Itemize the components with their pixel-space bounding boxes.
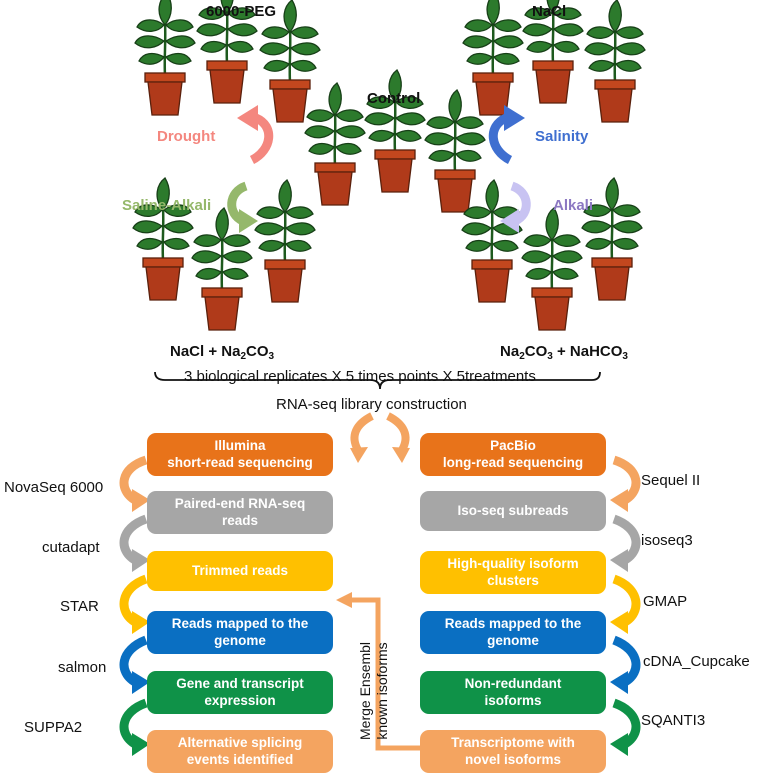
right-step-subreads: Iso-seq subreads (420, 491, 606, 531)
left-step-trimmed: Trimmed reads (147, 551, 333, 591)
plant-icon (363, 68, 427, 194)
nacl-label: NaCl (532, 3, 567, 20)
tool-cutadapt: cutadapt (42, 539, 100, 556)
right-connector-arrows (610, 455, 641, 756)
plant-icon (520, 206, 584, 332)
saline-alkali-arrow-icon (227, 181, 258, 233)
tool-suppa2: SUPPA2 (24, 719, 83, 736)
peg-label: 6000-PEG (206, 3, 277, 20)
plant-icon (583, 0, 647, 124)
tool-isoseq3: isoseq3 (641, 532, 693, 549)
merge-ensembl-label: Merge Ensembl known isoforms (357, 641, 390, 740)
tool-cdna-cupcake: cDNA_Cupcake (643, 653, 750, 670)
plant-icon (423, 88, 487, 214)
split-arrow-icon (350, 412, 410, 463)
tool-sequel: Sequel II (641, 472, 701, 489)
drought-label: Drought (157, 128, 216, 145)
tool-salmon: salmon (58, 659, 107, 676)
left-connector-arrows (119, 455, 150, 756)
tool-sqanti3: SQANTI3 (641, 712, 706, 729)
salinity-arrow-icon (488, 105, 525, 165)
salinity-label: Salinity (535, 128, 589, 145)
na2co3-nahco3-label: Na2CO3 + NaHCO3 (500, 343, 628, 362)
plant-icon (461, 0, 525, 117)
plant-icon (303, 81, 367, 207)
tool-gmap: GMAP (643, 593, 688, 610)
plant-icon (253, 178, 317, 304)
library-note: RNA-seq library construction (276, 396, 467, 413)
tool-star: STAR (60, 598, 99, 615)
alkali-arrow-icon (500, 181, 531, 233)
saline-alkali-label: Saline-Alkali (122, 197, 212, 214)
tool-novaseq: NovaSeq 6000 (4, 479, 104, 496)
brace-line (154, 371, 601, 390)
merge-connector-arrow (336, 592, 420, 751)
control-label: Control (367, 90, 421, 107)
nacl-na2co3-label: NaCl + Na2CO3 (170, 343, 275, 362)
plant-icon (460, 178, 524, 304)
plant-icon (133, 0, 197, 117)
design-note: 3 biological replicates X 5 times points… (184, 368, 536, 385)
alkali-label: Alkali (553, 197, 594, 214)
drought-arrow-icon (237, 105, 274, 165)
